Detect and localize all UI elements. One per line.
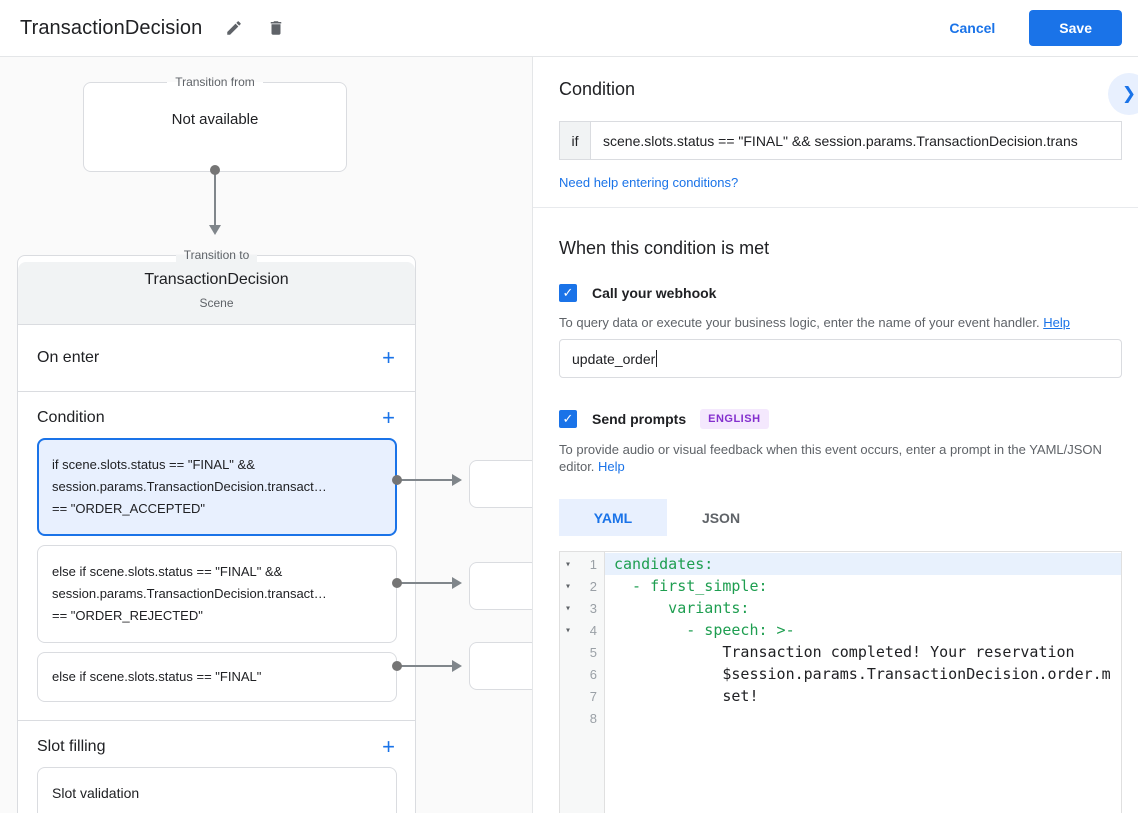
prompt-code-editor[interactable]: ▾1 ▾2 ▾3 ▾4 5 6 7 8 candidates: - first_… [559, 551, 1122, 813]
on-enter-row[interactable]: On enter + [18, 324, 415, 391]
transition-target-box[interactable] [469, 642, 532, 690]
condition-section: Condition + if scene.slots.status == "FI… [18, 391, 415, 720]
slot-filling-section: Slot filling + Slot validation [18, 720, 415, 813]
condition-expression-row: if scene.slots.status == "FINAL" && sess… [559, 121, 1122, 160]
code-line [605, 707, 1121, 729]
condition-line: == "ORDER_ACCEPTED" [52, 501, 205, 516]
code-line: set! [614, 687, 759, 705]
condition-help-link[interactable]: Need help entering conditions? [559, 175, 739, 190]
condition-expression-input[interactable]: scene.slots.status == "FINAL" && session… [590, 121, 1122, 160]
call-webhook-label: Call your webhook [592, 285, 717, 301]
fold-icon[interactable]: ▾ [565, 624, 572, 636]
add-condition-icon[interactable]: + [382, 405, 395, 430]
webhook-help-link[interactable]: Help [1043, 315, 1070, 330]
add-slot-icon[interactable]: + [382, 734, 395, 759]
fold-icon[interactable]: ▾ [565, 602, 572, 614]
send-prompts-label: Send prompts [592, 411, 687, 427]
transition-target-box[interactable] [469, 460, 532, 508]
prompts-help-link[interactable]: Help [598, 459, 625, 474]
code-line: - first_simple: [614, 577, 768, 595]
collapse-panel-button[interactable]: ❯ [1108, 73, 1138, 115]
transition-to-card: Transition to TransactionDecision Scene … [17, 248, 416, 813]
check-icon: ✓ [562, 285, 574, 300]
scene-name: TransactionDecision [144, 271, 289, 288]
editor-gutter: ▾1 ▾2 ▾3 ▾4 5 6 7 8 [560, 552, 605, 813]
prompts-description: To provide audio or visual feedback when… [559, 442, 1102, 474]
call-webhook-checkbox[interactable]: ✓ [559, 284, 577, 302]
call-webhook-row: ✓ Call your webhook [559, 284, 1122, 302]
transition-from-legend: Transition from [175, 75, 255, 89]
if-label: if [559, 121, 590, 160]
page-title: TransactionDecision [20, 16, 203, 39]
section-divider [533, 207, 1138, 208]
transition-from-card[interactable]: Transition from Not available [83, 75, 347, 172]
slot-validation-card[interactable]: Slot validation [37, 767, 397, 813]
scene-type: Scene [199, 296, 234, 310]
webhook-handler-input[interactable]: update_order [559, 339, 1122, 378]
webhook-description: To query data or execute your business l… [559, 315, 1070, 330]
code-line: Transaction completed! Your reservation [614, 643, 1075, 661]
fold-icon[interactable]: ▾ [565, 580, 572, 592]
edit-icon[interactable] [224, 18, 244, 38]
transition-target-box[interactable] [469, 562, 532, 610]
code-line: - speech: >- [614, 621, 795, 639]
condition-line: session.params.TransactionDecision.trans… [52, 479, 327, 494]
fold-icon[interactable]: ▾ [565, 558, 572, 570]
chevron-right-icon: ❯ [1121, 84, 1137, 103]
slot-filling-label: Slot filling [37, 738, 106, 755]
text-cursor [656, 350, 658, 367]
add-on-enter-icon[interactable]: + [382, 345, 395, 370]
code-line: variants: [614, 599, 750, 617]
condition-card-rejected[interactable]: else if scene.slots.status == "FINAL" &&… [37, 545, 397, 643]
panel-condition-heading: Condition [559, 79, 636, 99]
transition-to-legend: Transition to [175, 249, 258, 262]
scene-canvas: Transition from Not available Transition… [0, 57, 532, 813]
tab-yaml[interactable]: YAML [559, 499, 667, 536]
language-badge: ENGLISH [700, 409, 769, 429]
condition-line: session.params.TransactionDecision.trans… [52, 586, 327, 601]
cancel-button[interactable]: Cancel [949, 20, 996, 36]
code-line: candidates: [605, 553, 1121, 575]
check-icon: ✓ [562, 411, 574, 426]
condition-card-final[interactable]: else if scene.slots.status == "FINAL" [37, 652, 397, 702]
tab-json[interactable]: JSON [701, 509, 741, 526]
condition-line: == "ORDER_REJECTED" [52, 608, 203, 623]
when-condition-heading: When this condition is met [559, 238, 770, 258]
condition-line: else if scene.slots.status == "FINAL" [52, 669, 262, 684]
condition-detail-panel: ❯ Condition if scene.slots.status == "FI… [532, 57, 1138, 813]
delete-icon[interactable] [266, 18, 286, 38]
condition-line: else if scene.slots.status == "FINAL" && [52, 564, 283, 579]
editor-code-area[interactable]: candidates: - first_simple: variants: - … [605, 552, 1121, 813]
send-prompts-row: ✓ Send prompts ENGLISH [559, 409, 1122, 429]
condition-card-accepted[interactable]: if scene.slots.status == "FINAL" && sess… [37, 438, 397, 536]
save-button[interactable]: Save [1029, 10, 1122, 46]
condition-section-label: Condition [37, 409, 105, 426]
transition-from-text: Not available [171, 111, 259, 128]
editor-format-tabs: YAML JSON [559, 499, 1122, 536]
top-bar: TransactionDecision Cancel Save [0, 0, 1138, 57]
send-prompts-checkbox[interactable]: ✓ [559, 410, 577, 428]
code-line: $session.params.TransactionDecision.orde… [614, 665, 1111, 683]
condition-line: if scene.slots.status == "FINAL" && [52, 457, 255, 472]
on-enter-label: On enter [37, 349, 100, 366]
